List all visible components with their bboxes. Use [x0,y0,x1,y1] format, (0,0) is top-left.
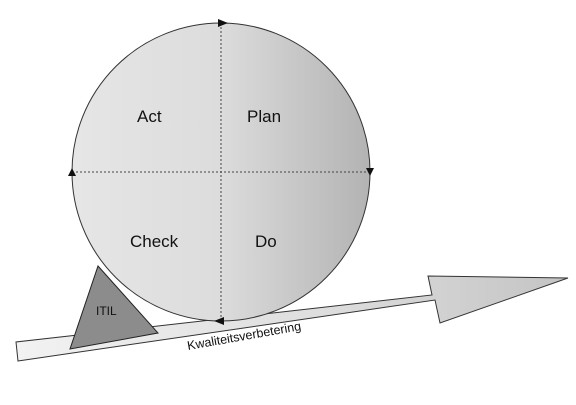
quadrant-act: Act [137,107,162,126]
itil-label: ITIL [96,304,117,318]
arrowhead-left-icon [68,168,76,176]
quadrant-check: Check [130,232,179,251]
pdca-circle: Act Plan Check Do [68,19,374,325]
quadrant-plan: Plan [247,107,281,126]
arrowhead-right-icon [366,168,374,176]
arrowhead-top-icon [218,19,228,27]
arrowhead-bottom-icon [214,317,224,325]
improvement-ramp-arrow: Kwaliteitsverbetering [15,275,569,362]
itil-wedge: ITIL [69,265,159,350]
quadrant-do: Do [255,232,277,251]
